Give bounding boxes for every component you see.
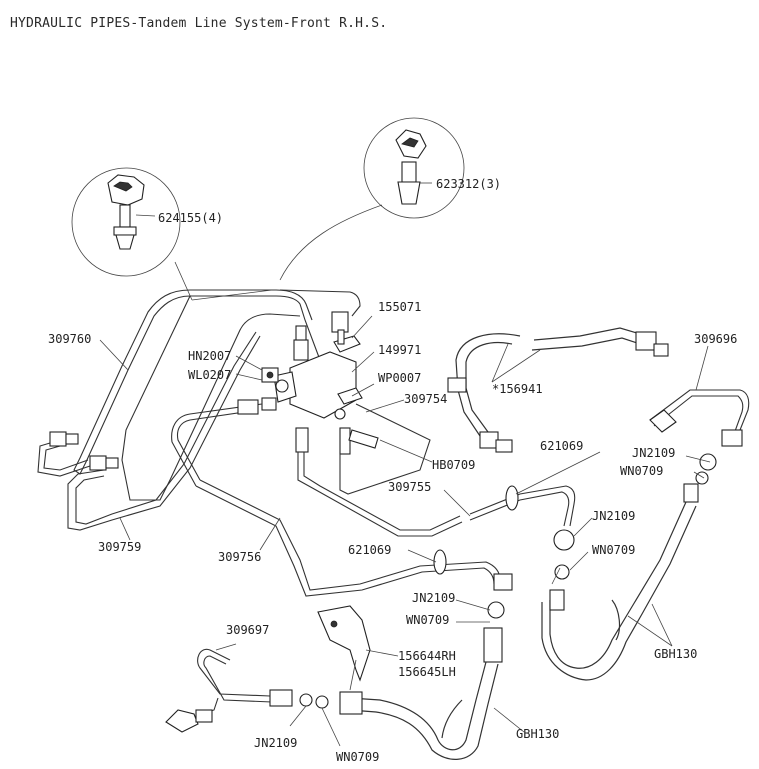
pipe-309696 — [649, 389, 750, 447]
pipe-309697 — [165, 648, 329, 733]
label-621069-upper: 621069 — [540, 439, 584, 453]
label-309754: 309754 — [404, 392, 448, 406]
label-624155: 624155(4) — [158, 211, 224, 225]
label-jn2109-right: JN2109 — [632, 446, 676, 460]
label-309697: 309697 — [226, 623, 270, 637]
hose-156941 — [447, 327, 669, 453]
detail-circle-union — [71, 167, 181, 277]
union-body — [261, 311, 379, 455]
label-wl0207: WL0207 — [188, 368, 232, 382]
leader-lines — [99, 315, 711, 747]
label-155071: 155071 — [378, 300, 422, 314]
label-gbh130-right: GBH130 — [654, 647, 698, 661]
label-wn0709-lower: WN0709 — [406, 613, 450, 627]
bracket-156644 — [317, 605, 371, 691]
label-jn2109-bottom: JN2109 — [254, 736, 298, 750]
pipe-309754 — [171, 399, 431, 495]
label-jn2109-mid: JN2109 — [592, 509, 636, 523]
label-309696: 309696 — [694, 332, 738, 346]
label-149971: 149971 — [378, 343, 422, 357]
fittings-left — [49, 431, 119, 471]
label-jn2109-lower: JN2109 — [412, 591, 456, 605]
label-gbh130-lower: GBH130 — [516, 727, 560, 741]
label-hb0709: HB0709 — [432, 458, 476, 472]
label-309755: 309755 — [388, 480, 432, 494]
hose-gbh130-lower — [339, 573, 513, 760]
label-156941: *156941 — [492, 382, 543, 396]
label-621069-lower: 621069 — [348, 543, 392, 557]
pipe-309756 — [195, 479, 501, 597]
detail-circle-bolt — [363, 117, 465, 219]
label-309756: 309756 — [218, 550, 262, 564]
label-wp0007: WP0007 — [378, 371, 422, 385]
pipe-309759 — [37, 331, 261, 531]
label-623312: 623312(3) — [436, 177, 502, 191]
hose-gbh130-right — [541, 453, 717, 681]
pipe-309755 — [297, 452, 576, 537]
label-309760: 309760 — [48, 332, 92, 346]
label-156645lh: 156645LH — [398, 665, 456, 679]
label-wn0709-mid: WN0709 — [592, 543, 636, 557]
label-hn2007: HN2007 — [188, 349, 232, 363]
label-309759: 309759 — [98, 540, 142, 554]
label-wn0709-bottom: WN0709 — [336, 750, 380, 764]
label-wn0709-right: WN0709 — [620, 464, 664, 478]
diagram-title: HYDRAULIC PIPES-Tandem Line System-Front… — [10, 16, 388, 31]
label-156644rh: 156644RH — [398, 649, 456, 663]
